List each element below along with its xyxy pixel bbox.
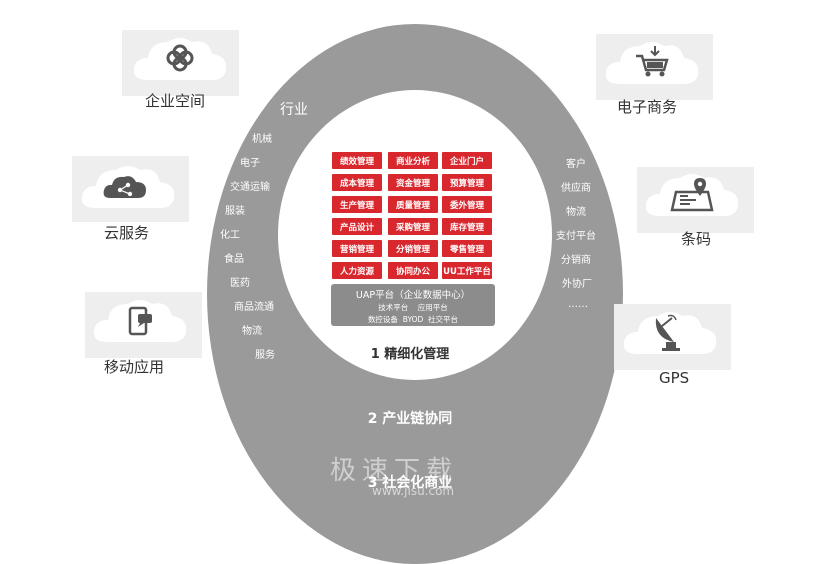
module-cell: 商业分析	[388, 152, 438, 169]
mobile-chat-icon	[128, 306, 152, 336]
module-cell: 零售管理	[442, 240, 492, 257]
partner-item: 支付平台	[556, 231, 596, 242]
industry-item: 食品	[224, 254, 244, 265]
industry-item: 交通运输	[230, 182, 270, 193]
watermark-url: www.jisu.com	[372, 484, 455, 498]
label-ecommerce: 电子商务	[617, 98, 678, 116]
level-3-label: 3 社会化商业	[367, 475, 453, 491]
industry-item: 服装	[225, 206, 245, 217]
module-cell: 委外管理	[442, 196, 492, 213]
uap-line-1: 技术平台 应用平台	[378, 303, 448, 312]
industry-item: 医药	[230, 278, 250, 289]
shopping-cart-icon	[636, 46, 669, 77]
uap-title: UAP平台（企业数据中心）	[355, 290, 471, 301]
uap-platform-box: UAP平台（企业数据中心） 技术平台 应用平台 数控设备 BYOD 社交平台	[331, 284, 495, 326]
module-cell: UU工作平台	[442, 262, 492, 279]
satellite-dish-icon	[655, 314, 680, 351]
link-icon	[166, 44, 194, 72]
cloud-barcode	[645, 174, 739, 216]
module-cell: 企业门户	[442, 152, 492, 169]
industry-item: 商品流通	[234, 302, 274, 313]
label-barcode: 条码	[681, 230, 712, 248]
industry-item: 化工	[220, 230, 240, 241]
module-cell: 质量管理	[388, 196, 438, 213]
module-cell: 成本管理	[332, 174, 382, 191]
label-enterprise-space: 企业空间	[145, 92, 206, 110]
module-cell: 预算管理	[442, 174, 492, 191]
industry-item: 物流	[242, 326, 262, 337]
inner-circle	[278, 90, 552, 380]
module-cell: 绩效管理	[332, 152, 382, 169]
partner-item: ……	[568, 299, 588, 310]
label-mobile-app: 移动应用	[104, 358, 165, 376]
module-cell: 协同办公	[388, 262, 438, 279]
cloud-mobile-app	[93, 300, 187, 342]
partner-item: 供应商	[561, 183, 591, 194]
watermark: 极速下载	[330, 456, 459, 486]
module-cell: 采购管理	[388, 218, 438, 235]
map-pin-icon	[670, 178, 714, 212]
module-cell: 资金管理	[388, 174, 438, 191]
share-cloud-icon	[103, 176, 146, 198]
module-cell: 库存管理	[442, 218, 492, 235]
cloud-gps	[623, 312, 717, 354]
industry-item: 机械	[252, 134, 272, 145]
cloud-enterprise-space	[133, 38, 227, 80]
partner-item: 外协厂	[562, 279, 592, 290]
module-cell: 分销管理	[388, 240, 438, 257]
module-cell: 产品设计	[332, 218, 382, 235]
module-cell: 人力资源	[332, 262, 382, 279]
cloud-ecommerce	[605, 42, 699, 84]
industry-item: 服务	[255, 350, 275, 361]
uap-line-2: 数控设备 BYOD 社交平台	[367, 315, 459, 324]
level-1-label: 1 精细化管理	[370, 347, 450, 362]
industry-item: 电子	[240, 158, 260, 169]
module-cell: 生产管理	[332, 196, 382, 213]
module-cell: 营销管理	[332, 240, 382, 257]
cloud-cloud-service	[81, 166, 175, 208]
industry-header: 行业	[280, 102, 308, 118]
level-2-label: 2 产业链协同	[367, 411, 453, 427]
partner-item: 物流	[566, 207, 586, 218]
label-cloud-service: 云服务	[104, 224, 150, 242]
partner-item: 分销商	[561, 255, 591, 266]
label-gps: GPS	[659, 369, 690, 387]
partner-item: 客户	[566, 159, 586, 170]
